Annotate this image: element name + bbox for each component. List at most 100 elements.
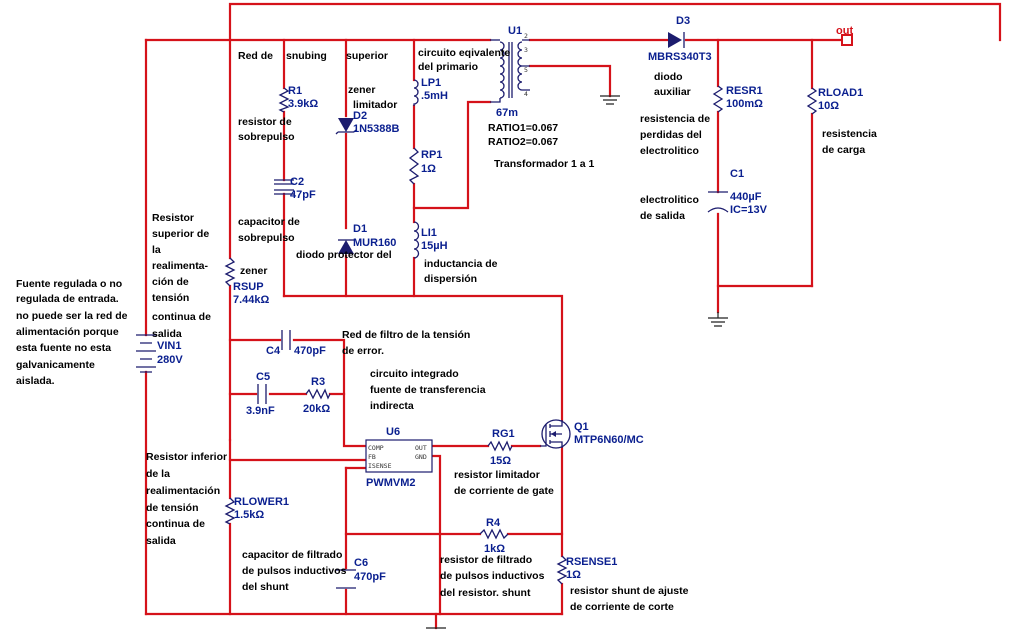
note-diodo-auxiliar-1: diodo	[654, 71, 683, 83]
u6-pin-comp: COMP	[368, 444, 384, 452]
note-rlower-5: continua de	[146, 518, 205, 530]
note-fuente-2: regulada de entrada.	[16, 293, 119, 305]
d2-value: 1N5388B	[353, 123, 400, 135]
note-resistor-sobrepulso-1: resistor de	[238, 116, 292, 128]
c2-value: 47pF	[290, 189, 316, 201]
c6-ref: C6	[354, 557, 368, 569]
c1-ic: IC=13V	[730, 204, 768, 216]
rload1-value: 10Ω	[818, 100, 839, 112]
capacitor-c5	[257, 384, 267, 404]
note-fuente-1: Fuente regulada o no	[16, 278, 122, 290]
note-fuente-5: esta fuente no esta	[16, 342, 111, 354]
resistor-rp1	[408, 147, 420, 185]
resistor-rlower1	[224, 497, 236, 525]
c4-value: 470pF	[294, 345, 326, 357]
mosfet-q1	[540, 419, 571, 449]
u1-value: 67m	[496, 107, 518, 119]
resistor-r1	[278, 87, 290, 113]
zener-diode-d2	[335, 118, 357, 135]
r4-ref: R4	[486, 517, 501, 529]
d1-ref: D1	[353, 223, 367, 235]
note-r4-2: de pulsos inductivos	[440, 570, 545, 582]
u6-pin-out: OUT	[415, 444, 427, 452]
ratio2-label: RATIO2=0.067	[488, 136, 558, 148]
resistor-rg1	[487, 440, 513, 452]
ic-u6	[365, 439, 433, 473]
d3-value: MBRS340T3	[648, 51, 712, 63]
note-rsup-2: superior de	[152, 228, 209, 240]
resistor-rsense1	[556, 555, 568, 585]
capacitor-c1	[707, 191, 729, 213]
note-red-snubbing-b: snubing	[286, 50, 327, 62]
rp1-ref: RP1	[421, 149, 442, 161]
note-transformador: Transformador 1 a 1	[494, 158, 595, 170]
note-resistor-sobrepulso-2: sobrepulso	[238, 131, 295, 143]
c1-ref: C1	[730, 168, 744, 180]
u6-pin-isense: ISENSE	[368, 462, 392, 470]
note-resistencia-perdidas-3: electrolitico	[640, 145, 699, 157]
note-electrolitico-1: electrolitico	[640, 194, 699, 206]
note-electrolitico-2: de salida	[640, 210, 685, 222]
note-red-snubbing-a: Red de	[238, 50, 273, 62]
note-rlower-1: Resistor inferior	[146, 451, 227, 463]
note-resistencia-carga-2: de carga	[822, 144, 865, 156]
rload1-ref: RLOAD1	[818, 87, 863, 99]
note-inductancia-2: dispersión	[424, 273, 477, 285]
note-zener-limitador-1: zener	[348, 84, 375, 96]
note-superior: superior	[346, 50, 388, 62]
note-resistencia-perdidas-1: resistencia de	[640, 113, 710, 125]
c5-value: 3.9nF	[246, 405, 275, 417]
annotations: Red de snubing superior circuito eqivale…	[16, 47, 877, 613]
resistor-resr1	[712, 85, 724, 113]
li1-ref: LI1	[421, 227, 437, 239]
note-rlower-3: realimentación	[146, 485, 220, 497]
note-r4-1: resistor de filtrado	[440, 554, 532, 566]
u6-value: PWMVM2	[366, 477, 416, 489]
note-circuito-integrado-1: circuito integrado	[370, 368, 459, 380]
diode-d1	[338, 239, 354, 254]
rg1-value: 15Ω	[490, 455, 511, 467]
note-c6-1: capacitor de filtrado	[242, 549, 342, 561]
ground-symbol-secondary	[600, 95, 620, 105]
resr1-value: 100mΩ	[726, 98, 763, 110]
note-rsup-7: continua de	[152, 311, 211, 323]
note-zener-2: zener	[240, 265, 267, 277]
note-filtro-error-2: de error.	[342, 345, 384, 357]
note-rsup-5: ción de	[152, 276, 189, 288]
note-filtro-error-1: Red de filtro de la tensión	[342, 329, 470, 341]
r4-value: 1kΩ	[484, 543, 505, 555]
note-rg-1: resistor limitador	[454, 469, 540, 481]
rlower1-ref: RLOWER1	[234, 496, 289, 508]
note-c6-2: de pulsos inductivos	[242, 565, 347, 577]
note-fuente-6: galvanicamente	[16, 359, 95, 371]
voltage-source-vin1	[136, 334, 156, 373]
ground-symbol-output	[708, 312, 728, 327]
q1-value: MTP6N60/MC	[574, 434, 644, 446]
resistor-r4	[479, 528, 509, 540]
note-diodo-protector: diodo protector del	[296, 249, 392, 261]
u6-ref: U6	[386, 426, 400, 438]
transformer-u1: 2 3 5 4	[490, 32, 530, 103]
r1-ref: R1	[288, 85, 302, 97]
component-labels: U1 67m RATIO1=0.067 RATIO2=0.067 D3 MBRS…	[157, 15, 863, 583]
note-rsup-6: tensión	[152, 292, 189, 304]
c6-value: 470pF	[354, 571, 386, 583]
wires	[144, 2, 1002, 630]
r3-ref: R3	[311, 376, 325, 388]
note-rlower-6: salida	[146, 535, 176, 547]
note-circuito-integrado-2: fuente de transferencia	[370, 384, 486, 396]
rsense1-ref: RSENSE1	[566, 556, 617, 568]
note-rlower-2: de la	[146, 468, 170, 480]
out-port[interactable]	[841, 34, 853, 46]
d2-ref: D2	[353, 110, 367, 122]
note-c6-3: del shunt	[242, 581, 289, 593]
note-diodo-auxiliar-2: auxiliar	[654, 86, 691, 98]
d3-ref: D3	[676, 15, 690, 27]
rsense1-value: 1Ω	[566, 569, 581, 581]
rlower1-value: 1.5kΩ	[234, 509, 264, 521]
r3-value: 20kΩ	[303, 403, 330, 415]
d1-value: MUR160	[353, 237, 396, 249]
c2-ref: C2	[290, 176, 304, 188]
c1-value: 440µF	[730, 191, 762, 203]
